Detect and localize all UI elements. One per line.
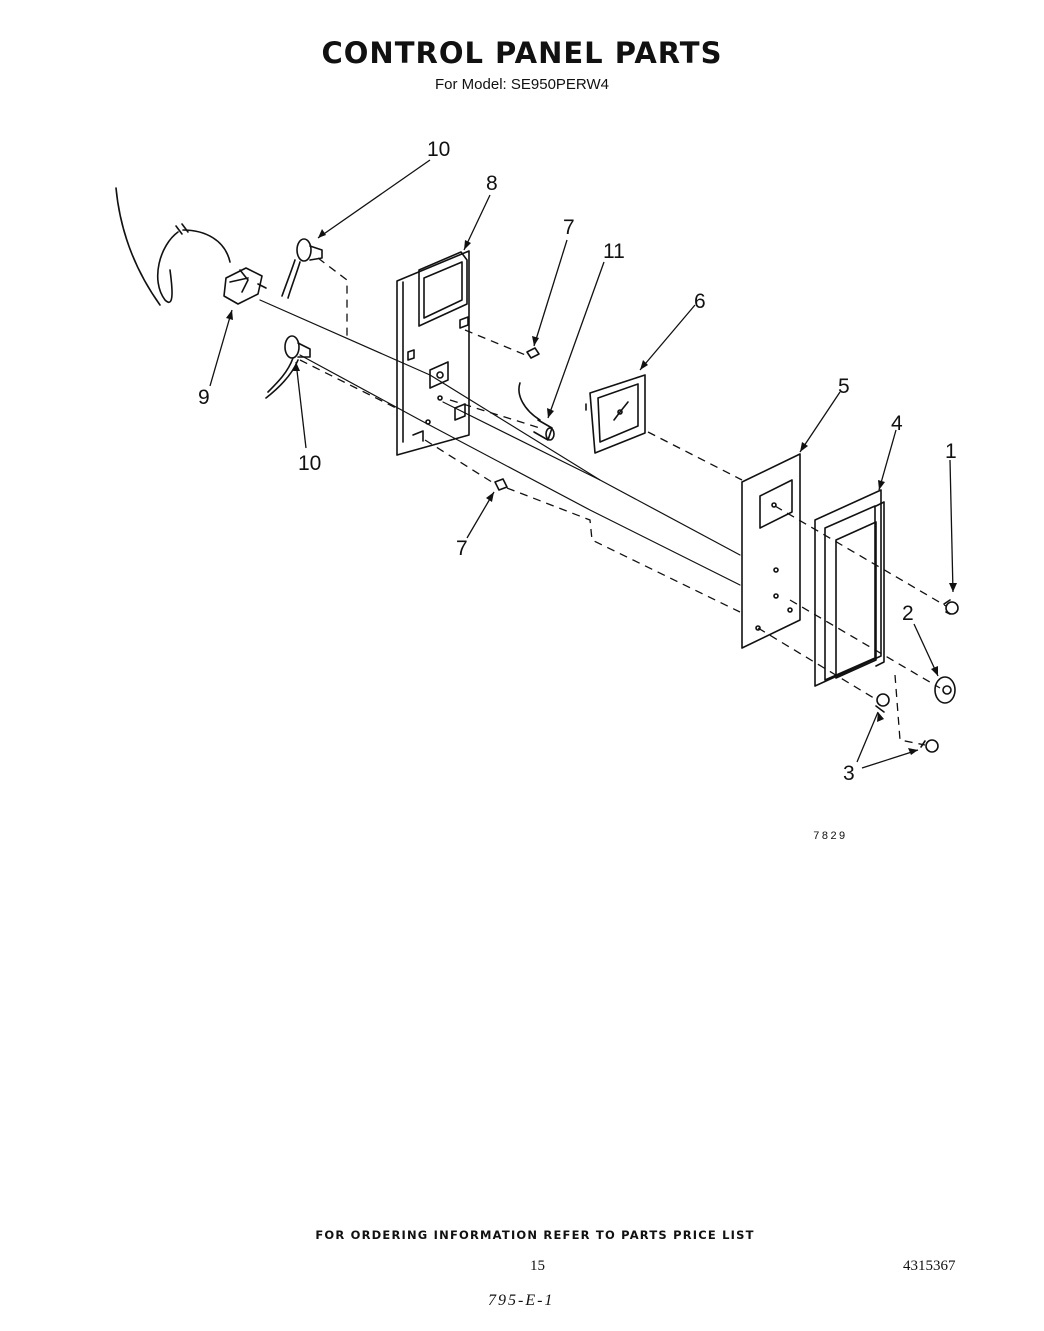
callout-10-bottom: 10	[298, 452, 321, 475]
figure-number: 7829	[813, 831, 848, 843]
screw-part-3-lower	[920, 739, 939, 753]
clock-part-6	[585, 374, 646, 454]
grommet-part-7-top	[526, 347, 540, 359]
callout-2: 2	[902, 602, 914, 625]
page-number: 15	[530, 1258, 545, 1274]
callout-7-top: 7	[563, 216, 575, 239]
model-subtitle: For Model: SE950PERW4	[435, 76, 609, 93]
lamp-part-10-bottom	[265, 335, 311, 399]
screw-part-3-upper	[875, 693, 890, 713]
frame-part-4	[814, 489, 885, 687]
knob-part-2	[934, 676, 956, 704]
callout-5: 5	[838, 375, 850, 398]
lamp-part-10-top	[281, 238, 323, 299]
document-number: 4315367	[903, 1258, 956, 1274]
switch-part-11	[518, 382, 555, 441]
panel-part-5	[741, 453, 801, 649]
handwritten-code: 795-E-1	[488, 1292, 555, 1309]
knob-part-1	[943, 599, 959, 615]
connector-part-9	[223, 267, 267, 305]
grommet-part-7-bottom	[494, 478, 508, 491]
callout-6: 6	[694, 290, 706, 313]
callout-1: 1	[945, 440, 957, 463]
page-title: CONTROL PANEL PARTS	[321, 36, 723, 70]
ordering-note: FOR ORDERING INFORMATION REFER TO PARTS …	[315, 1228, 755, 1242]
callout-9: 9	[198, 386, 210, 409]
callout-10-top: 10	[427, 138, 450, 161]
wire-harness	[115, 187, 161, 306]
callout-8: 8	[486, 172, 498, 195]
callout-7-bottom: 7	[456, 537, 468, 560]
main-shaft	[259, 299, 741, 556]
callout-3: 3	[843, 762, 855, 785]
bracket-part-8	[396, 250, 470, 456]
callout-11: 11	[603, 240, 625, 263]
callout-4: 4	[891, 412, 903, 435]
